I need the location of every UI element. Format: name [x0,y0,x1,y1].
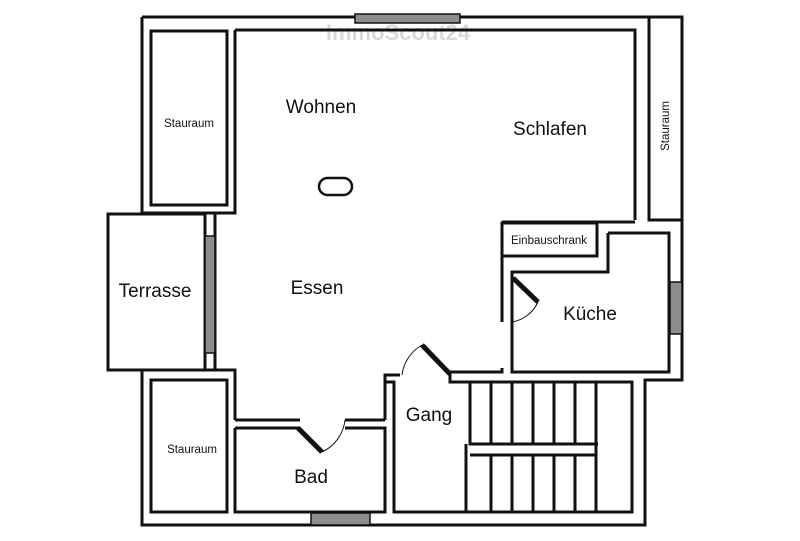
wall-left-lower [142,368,237,420]
room-label-stauraum-top-left: Stauraum [164,118,214,130]
window-bad [310,512,371,526]
door-bad [296,419,346,454]
ceiling-light-icon [317,176,354,197]
stauraum-right-room [647,15,684,222]
window-top [354,13,461,24]
room-label-einbauschrank: Einbauschrank [511,235,587,247]
window-kueche [669,281,683,335]
wall-kueche-outer [383,256,634,514]
wall-essen-gang [383,373,400,420]
room-label-stauraum-bottom-left: Stauraum [167,444,217,456]
door-gang [401,343,452,376]
room-label-schlafen: Schlafen [513,119,587,140]
room-label-stauraum-right: Stauraum [660,101,672,151]
stair-treads [470,382,598,512]
room-label-gang: Gang [406,405,452,426]
door-kueche [511,276,540,323]
wall-bad [233,418,387,514]
room-label-wohnen: Wohnen [286,97,356,118]
room-label-terrasse: Terrasse [119,281,192,302]
room-label-bad: Bad [294,467,328,488]
stauraum-top-left-room [149,29,229,207]
window-terrasse [204,235,216,354]
outer-wall-inner [235,28,637,220]
wall-kueche [510,231,671,374]
room-label-essen: Essen [291,278,344,299]
watermark-text: ImmoScout24 [326,20,471,45]
stauraum-bottom-left-room [149,378,229,514]
room-label-kueche: Küche [563,304,617,325]
